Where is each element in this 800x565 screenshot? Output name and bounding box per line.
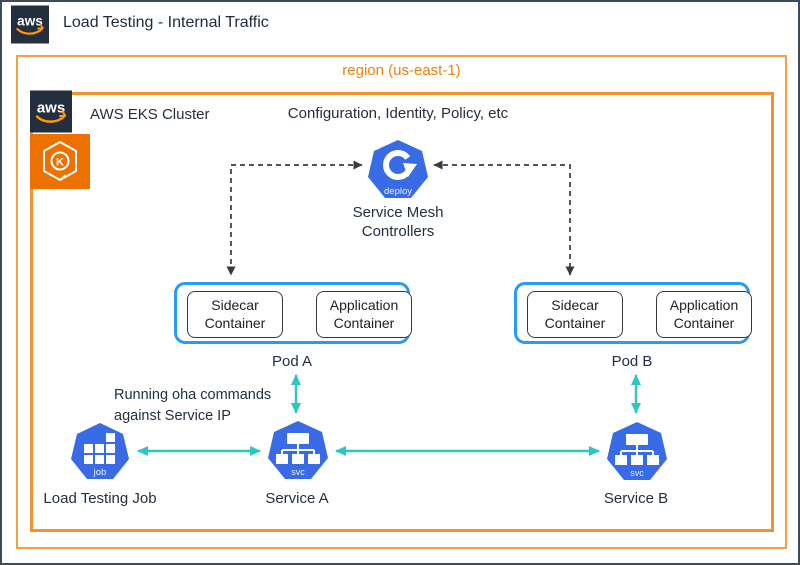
load-testing-job-label: Load Testing Job	[43, 490, 157, 507]
deploy-icon: deploy	[368, 140, 428, 198]
pod-b: Sidecar Container Application Container	[514, 282, 752, 344]
page-title: Load Testing - Internal Traffic	[63, 14, 269, 31]
aws-smile-icon	[16, 27, 44, 35]
sidecar-container-pod-a: Sidecar Container	[187, 291, 283, 338]
oha-annotation: Running oha commands against Service IP	[114, 387, 272, 424]
job-icon: job	[71, 423, 129, 479]
deploy-icon-caption: deploy	[384, 186, 412, 197]
config-note: Configuration, Identity, Policy, etc	[287, 105, 509, 122]
pod-a: Sidecar Container Application Container	[174, 282, 412, 344]
aws-logo-text: aws	[37, 100, 65, 117]
eks-kubernetes-icon: K	[30, 134, 90, 189]
sidecar-container-pod-b: Sidecar Container	[527, 291, 623, 338]
application-container-pod-b: Application Container	[656, 291, 752, 338]
service-b-label: Service B	[603, 490, 669, 507]
pod-b-label: Pod B	[611, 353, 653, 370]
service-a-icon-caption: svc	[291, 467, 305, 477]
service-a-icon: svc	[268, 421, 328, 479]
eks-icon-letter: K	[56, 157, 64, 169]
aws-logo: aws	[11, 5, 49, 44]
region-boundary	[16, 55, 787, 549]
service-a-label: Service A	[265, 490, 329, 507]
eks-cluster-boundary	[30, 92, 774, 532]
service-b-icon-caption: svc	[630, 468, 644, 478]
region-label: region (us-east-1)	[342, 62, 461, 79]
service-mesh-label: Service Mesh Controllers	[352, 204, 444, 240]
aws-smile-icon	[35, 114, 67, 123]
service-b-icon: svc	[607, 422, 667, 480]
application-container-pod-a: Application Container	[316, 291, 412, 338]
aws-logo-text: aws	[17, 13, 43, 28]
aws-logo: aws	[30, 90, 72, 133]
pod-a-label: Pod A	[271, 353, 313, 370]
job-icon-caption: job	[93, 467, 107, 478]
eks-cluster-label: AWS EKS Cluster	[90, 106, 210, 123]
